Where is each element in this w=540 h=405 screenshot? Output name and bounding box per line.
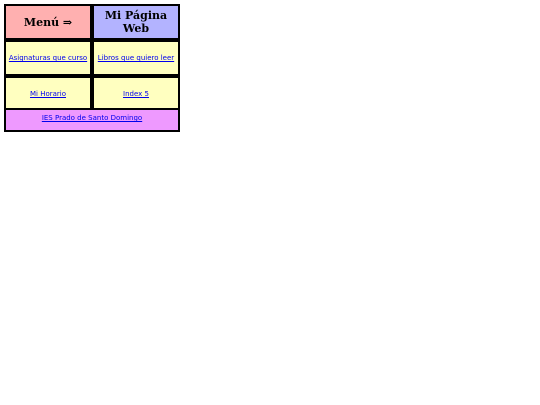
title-header-cell: Mi Página Web (92, 4, 180, 40)
footer-cell: IES Prado de Santo Domingo (4, 108, 180, 132)
asignaturas-link[interactable]: Asignaturas que curso (8, 54, 88, 62)
school-link[interactable]: IES Prado de Santo Domingo (41, 114, 143, 122)
index5-link[interactable]: Index 5 (123, 89, 149, 98)
page-title: Mi Página Web (104, 9, 168, 35)
menu-table: Menú ⇒ Mi Página Web Asignaturas que cur… (4, 4, 180, 132)
libros-cell: Libros que quiero leer (92, 40, 180, 76)
menu-header-cell: Menú ⇒ (4, 4, 92, 40)
horario-link[interactable]: Mi Horario (29, 89, 67, 98)
index5-cell: Index 5 (92, 76, 180, 111)
libros-link[interactable]: Libros que quiero leer (97, 54, 175, 62)
asignaturas-cell: Asignaturas que curso (4, 40, 92, 76)
menu-label: Menú ⇒ (23, 15, 73, 29)
horario-cell: Mi Horario (4, 76, 92, 111)
